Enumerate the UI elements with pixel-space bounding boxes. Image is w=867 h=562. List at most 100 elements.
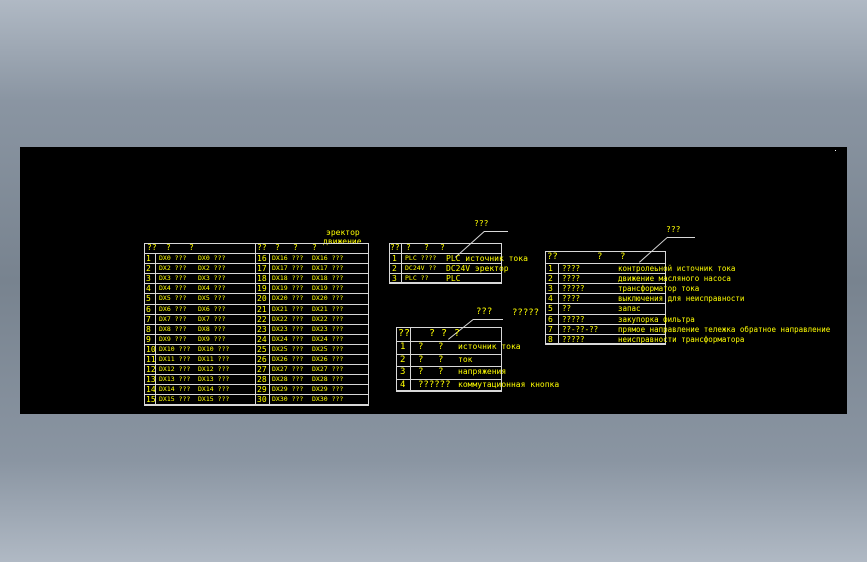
table-a-cell: DX12 ??? [198,365,230,374]
table-a-cell: DX27 ??? [272,365,304,374]
table-a-cell: DX24 ??? [312,334,344,343]
title-note-line2: движение [323,237,362,246]
table-d-cell: движение масляного насоса [618,274,731,284]
table-a-cell: DX10 ??? [198,344,230,353]
grid-line [144,253,369,254]
table-a-cell: DX13 ??? [159,375,191,384]
table-a-cell: DX20 ??? [272,294,304,303]
table-a-cell: DX6 ??? [198,304,226,313]
table-b-cell: PLC ???? [405,254,437,262]
table-a-cell: DX4 ??? [198,284,226,293]
table-d-cell: ??-??-?? [562,324,599,334]
table-b-leader-tail [484,231,508,232]
table-c-cell: источник тока [458,342,521,351]
grid-line [144,313,369,315]
table-a-cell: DX22 ??? [272,314,304,323]
grid-line [269,253,270,405]
table-c-cell: ?????? [418,379,451,390]
table-d-cell: трансформатор тока [618,284,700,294]
table-a-row-no: 4 [146,284,151,294]
table-a-row-no: 26 [257,355,267,364]
table-a-row-no: 1 [146,254,151,263]
table-c-row-no: 3 [400,367,406,377]
grid-line [396,341,502,342]
table-d-cell: ????? [562,314,585,324]
table-d-row-no: 5 [548,304,553,314]
table-c-callout: ????? [512,308,540,318]
table-c-header: ?? [398,328,411,339]
table-a-cell: DX29 ??? [312,385,344,394]
table-a-cell: DX2 ??? [159,264,187,273]
table-c-row-no: 4 [400,379,406,390]
title-note-line1: эректор [326,228,360,237]
table-d-callout: ??? [666,225,681,234]
table-b-cell: PLC ?? [405,274,429,282]
grid-line [144,384,369,386]
table-d-cell: прямое направление тележка обратное напр… [618,324,831,334]
table-c-row-no: 1 [400,342,406,352]
table-a-cell: DX26 ??? [272,355,304,363]
grid-line [144,364,369,366]
table-a-row-no: 12 [146,365,156,375]
table-a-cell: DX0 ??? [198,254,226,262]
grid-line [144,303,369,305]
table-a-header: ?? [147,243,157,252]
table-c-frame [396,327,502,391]
grid-line [396,391,502,392]
table-a-cell: DX26 ??? [312,355,344,363]
table-a-cell: DX5 ??? [198,294,226,303]
grid-line [545,333,666,335]
table-a-cell: DX28 ??? [312,375,344,384]
table-a-header: ? [293,243,298,252]
table-a-row-no: 11 [146,355,156,364]
table-a-cell: DX18 ??? [312,274,344,283]
table-c-cell: напряжения [458,367,507,376]
grid-line [144,333,369,335]
table-c-leader-tail [473,319,503,320]
table-b-row-no: 3 [392,274,397,283]
grid-line [396,366,502,367]
grid-line [545,293,666,295]
table-d-row-no: 1 [548,264,553,273]
table-a-cell: DX19 ??? [272,284,304,293]
table-c-cell: коммутационная кнопка [458,379,560,389]
table-a-row-no: 17 [257,264,267,274]
table-a-cell: DX23 ??? [272,324,304,333]
table-a-row-no: 24 [257,334,267,344]
grid-line [144,404,369,406]
table-a-row-no: 29 [257,385,267,395]
table-a-cell: DX3 ??? [159,274,187,283]
table-c-header: ? [441,328,448,339]
table-a-row-no: 27 [257,365,267,375]
table-a-row-no: 20 [257,294,267,304]
table-a-cell: DX8 ??? [198,324,226,333]
table-a-cell: DX11 ??? [159,355,191,363]
table-a-row-no: 5 [146,294,151,304]
table-d-cell: ????? [562,284,585,294]
table-a-row-no: 7 [146,314,151,324]
table-a-row-no: 21 [257,304,267,314]
table-a-header: ? [166,243,171,252]
table-a-cell: DX20 ??? [312,294,344,303]
table-a-cell: DX9 ??? [198,334,226,343]
table-a-cell: DX13 ??? [198,375,230,384]
grid-line [144,263,369,265]
grid-line [545,303,666,305]
grid-line [144,293,369,295]
table-c-cell: ? [418,342,424,352]
table-a-cell: DX21 ??? [312,304,344,313]
table-a-row-no: 19 [257,284,267,294]
grid-line [389,273,502,274]
grid-line [545,323,666,325]
grid-line [545,263,666,264]
grid-line [545,273,666,275]
table-a-row-no: 6 [146,304,151,314]
grid-line [389,253,502,254]
table-d-cell: закупорка фильтра [618,314,695,324]
table-d-cell: ?? [562,304,572,314]
table-c-header: ? [454,328,461,339]
grid-line [545,283,666,285]
table-a-row-no: 18 [257,274,267,284]
table-d-cell: выключения для неисправности [618,294,745,304]
